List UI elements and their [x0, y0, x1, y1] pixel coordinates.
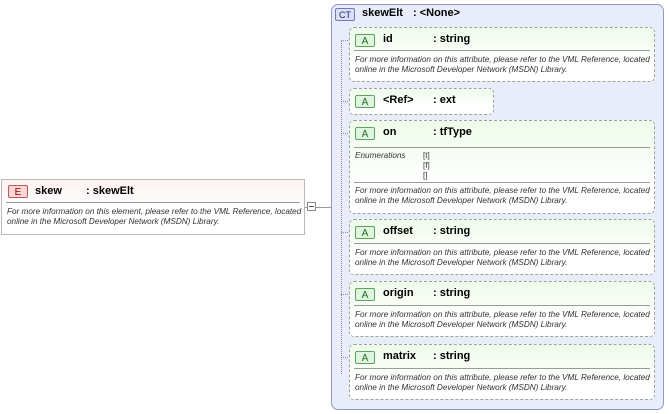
- attribute-documentation: For more information on this attribute, …: [355, 186, 650, 205]
- attribute-type: : ext: [433, 94, 456, 106]
- attribute-offset-box[interactable]: A offset : string For more information o…: [349, 219, 655, 275]
- attribute-name: on: [383, 126, 397, 138]
- complex-type-badge-icon: CT: [335, 8, 355, 21]
- attribute-badge-icon: A: [355, 95, 375, 108]
- attribute-type: : string: [433, 33, 471, 45]
- attribute-branch-line: [341, 232, 350, 233]
- element-name: skew: [35, 185, 62, 197]
- attribute-documentation: For more information on this attribute, …: [355, 373, 650, 392]
- attribute-origin-box[interactable]: A origin : string For more information o…: [349, 281, 655, 337]
- attribute-branch-line: [341, 357, 350, 358]
- attribute-type: : string: [433, 287, 471, 299]
- attribute-matrix-box[interactable]: A matrix : string For more information o…: [349, 344, 655, 400]
- complex-type-type: : <None>: [413, 7, 461, 19]
- attribute-documentation: For more information on this attribute, …: [355, 248, 650, 267]
- attribute-documentation: For more information on this attribute, …: [355, 310, 650, 329]
- attribute-separator: [354, 243, 650, 244]
- element-type: : skewElt: [86, 185, 134, 197]
- element-documentation: For more information on this element, pl…: [7, 207, 302, 226]
- attribute-id-box[interactable]: A id : string For more information on th…: [349, 27, 655, 82]
- attribute-badge-icon: A: [355, 288, 375, 301]
- attribute-on-box[interactable]: A on : tfType Enumerations [t] [f] [] Fo…: [349, 120, 655, 214]
- enumeration-value: []: [423, 171, 428, 180]
- attribute-name: origin: [383, 287, 414, 299]
- attribute-name: offset: [383, 225, 413, 237]
- enumerations-label: Enumerations: [355, 151, 406, 160]
- enumeration-value: [f]: [423, 161, 430, 170]
- attribute-branch-line: [341, 133, 350, 134]
- element-separator: [6, 202, 300, 203]
- attribute-documentation: For more information on this attribute, …: [355, 55, 650, 74]
- attribute-branch-line: [341, 294, 350, 295]
- attribute-badge-icon: A: [355, 351, 375, 364]
- attribute-tree-line: [341, 40, 342, 374]
- attribute-separator: [354, 305, 650, 306]
- attribute-branch-line: [341, 101, 350, 102]
- attribute-badge-icon: A: [355, 34, 375, 47]
- attribute-branch-line: [341, 40, 350, 41]
- attribute-name: <Ref>: [383, 94, 414, 106]
- attribute-type: : string: [433, 225, 471, 237]
- attribute-name: matrix: [383, 350, 417, 362]
- sequence-connector-line: [316, 207, 331, 208]
- enumeration-value: [t]: [423, 151, 430, 160]
- attribute-separator: [354, 147, 650, 148]
- attribute-type: : tfType: [433, 126, 472, 138]
- complex-type-name: skewElt: [362, 7, 403, 19]
- attribute-badge-icon: A: [355, 127, 375, 140]
- attribute-separator: [354, 182, 650, 183]
- enumeration-values: [t] [f] []: [423, 151, 430, 181]
- attribute-ref-box[interactable]: A <Ref> : ext: [349, 88, 494, 115]
- attribute-name: id: [383, 33, 393, 45]
- collapse-toggle-icon[interactable]: [307, 202, 316, 211]
- element-badge-icon: E: [8, 185, 28, 198]
- attribute-separator: [354, 50, 650, 51]
- attribute-type: : string: [433, 350, 471, 362]
- element-skew-box[interactable]: E skew : skewElt For more information on…: [1, 179, 305, 235]
- attribute-separator: [354, 368, 650, 369]
- attribute-badge-icon: A: [355, 226, 375, 239]
